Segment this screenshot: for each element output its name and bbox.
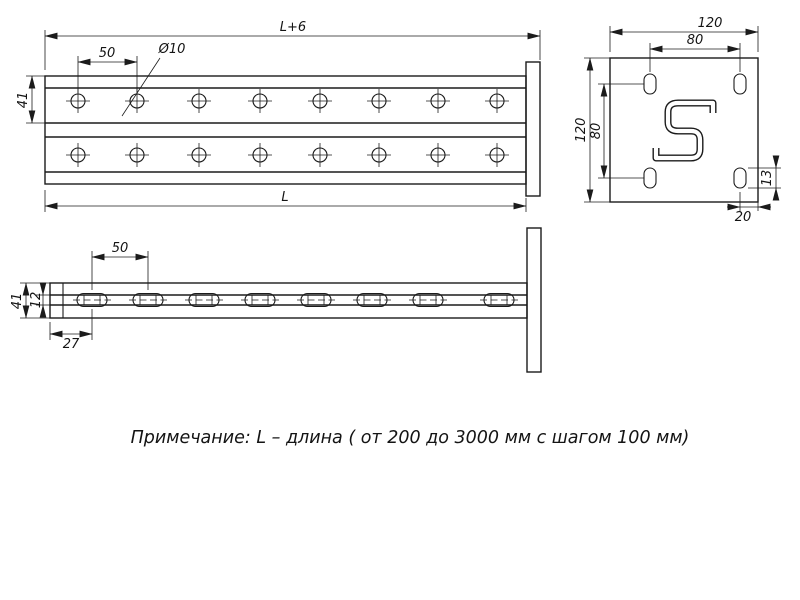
end-view-base-plate: 120 80 120 80 13	[574, 16, 781, 225]
bar-outline	[44, 75, 527, 185]
side-view-double-strut: L+6 50 Ø10 41 L	[16, 20, 541, 212]
side-view-single-strut: 50 41 12 27	[10, 227, 542, 373]
dim-label-length: L	[281, 190, 288, 205]
dim-channel-height-bottom: 41	[10, 282, 50, 319]
end-plate	[525, 61, 541, 197]
dim-label-hole-spacing-v: 80	[589, 123, 604, 140]
dim-label-plate-height: 120	[574, 118, 589, 143]
dim-overall-length: L+6	[44, 20, 541, 70]
note-text: Примечание: L – длина ( от 200 до 3000 м…	[131, 428, 690, 448]
dim-channel-height-top: 41	[16, 75, 45, 124]
dim-hole-length: 13	[748, 155, 781, 201]
dim-label-slot-spacing: 50	[112, 241, 129, 256]
dim-label-hole-diameter: Ø10	[158, 42, 186, 57]
end-plate	[526, 227, 542, 373]
dim-label-first-slot-offset: 27	[63, 337, 80, 352]
dim-plate-height: 120	[574, 57, 610, 203]
strut-profile-cross-section	[652, 99, 717, 162]
dim-first-slot-offset: 27	[49, 309, 93, 352]
dim-plate-width: 120	[609, 16, 759, 52]
dim-hole-spacing: 50	[77, 46, 138, 93]
dim-length: L	[44, 190, 527, 212]
dim-label-hole-spacing: 50	[99, 46, 116, 61]
dim-hole-spacing-vertical: 80	[589, 83, 644, 179]
bar-outline	[49, 282, 528, 319]
dim-label-hole-spacing-h: 80	[687, 33, 704, 48]
holes-row-top	[65, 88, 510, 114]
dim-hole-diameter: Ø10	[121, 42, 186, 117]
dim-label-slot-width: 12	[29, 292, 44, 309]
dim-label-hole-length: 13	[760, 170, 775, 187]
dim-label-l-plus-6: L+6	[280, 20, 306, 35]
dim-label-41-top: 41	[16, 92, 31, 109]
dim-label-plate-width: 120	[698, 16, 723, 31]
dim-hole-edge-offset: 20	[727, 192, 771, 225]
holes-row-bottom	[65, 142, 510, 168]
dim-label-41-bottom: 41	[10, 293, 25, 310]
plate-outline	[609, 57, 759, 203]
dim-slot-width: 12	[29, 282, 50, 318]
dim-hole-spacing-horizontal: 80	[649, 33, 741, 72]
dim-label-hole-edge-offset: 20	[735, 210, 752, 225]
dim-slot-spacing: 50	[91, 241, 149, 290]
